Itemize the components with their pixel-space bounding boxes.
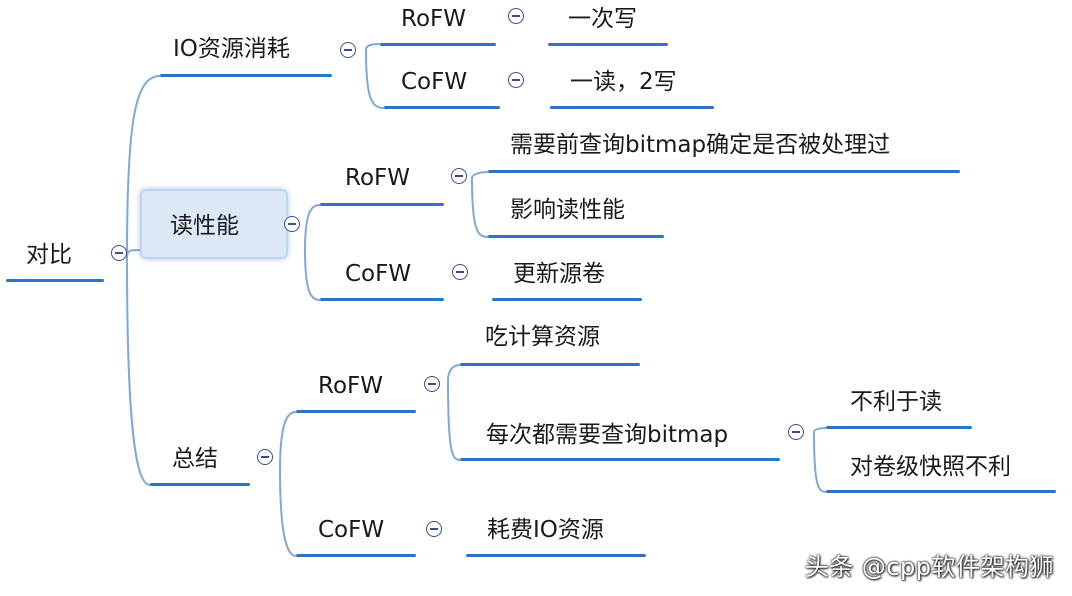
summary-rofw-compute-underline — [460, 363, 640, 366]
read-rofw-detail-2-underline — [488, 235, 664, 238]
summary-cofw-label[interactable]: CoFW — [318, 517, 385, 543]
root-node-label[interactable]: 对比 — [26, 242, 72, 268]
summary-collapse-toggle-icon[interactable] — [257, 449, 273, 465]
io-consumption-collapse-toggle-icon[interactable] — [340, 42, 356, 58]
connector-summary-cofw — [279, 469, 297, 557]
root-collapse-toggle-icon[interactable] — [111, 245, 127, 261]
read-cofw-label[interactable]: CoFW — [345, 261, 412, 287]
read-cofw-detail-underline — [492, 298, 642, 301]
io-rofw-detail[interactable]: 一次写 — [568, 6, 637, 32]
connector-read-cofw — [304, 249, 321, 301]
summary-cofw-detail[interactable]: 耗费IO资源 — [487, 517, 604, 543]
connector-root-summary — [126, 257, 151, 486]
summary-underline — [150, 483, 250, 486]
summary-cofw-collapse-toggle-icon[interactable] — [426, 521, 442, 537]
read-cofw-underline — [320, 298, 444, 301]
watermark: 头条 @cpp软件架构狮 — [804, 553, 1054, 581]
io-consumption-underline — [160, 74, 332, 77]
connector-io-rofw — [365, 43, 381, 51]
io-rofw-collapse-toggle-icon[interactable] — [508, 8, 524, 24]
connector-read-rofw-d1 — [471, 171, 489, 179]
io-cofw-underline — [384, 106, 500, 109]
connector-bitmap-d2 — [813, 431, 827, 493]
read-cofw-collapse-toggle-icon[interactable] — [452, 264, 468, 280]
connector-sum-rofw-compute — [447, 364, 461, 381]
read-rofw-label[interactable]: RoFW — [345, 165, 410, 191]
connector-read-rofw — [304, 204, 321, 251]
bitmap-detail-2[interactable]: 对卷级快照不利 — [850, 454, 1011, 480]
io-cofw-detail[interactable]: 一读，2写 — [570, 69, 677, 95]
summary-cofw-detail-underline — [466, 554, 646, 557]
summary-label[interactable]: 总结 — [172, 446, 218, 472]
read-rofw-collapse-toggle-icon[interactable] — [451, 168, 467, 184]
summary-rofw-bitmap-underline — [460, 458, 780, 461]
connector-io-cofw — [365, 49, 385, 109]
read-performance-label[interactable]: 读性能 — [170, 213, 239, 239]
io-consumption-label[interactable]: IO资源消耗 — [173, 36, 290, 62]
connector-root-io — [126, 75, 161, 259]
connector-bitmap-d1 — [813, 427, 827, 433]
io-cofw-detail-underline — [550, 106, 714, 109]
read-rofw-detail-2[interactable]: 影响读性能 — [510, 197, 625, 223]
summary-rofw-underline — [296, 410, 416, 413]
root-node-underline — [6, 279, 104, 282]
io-cofw-collapse-toggle-icon[interactable] — [508, 72, 524, 88]
io-rofw-label[interactable]: RoFW — [401, 6, 466, 32]
read-performance-selection — [140, 189, 288, 259]
summary-rofw-compute[interactable]: 吃计算资源 — [485, 324, 600, 350]
bitmap-detail-1-underline — [826, 426, 972, 429]
connector-summary-rofw — [279, 411, 297, 471]
read-rofw-detail-1-underline — [488, 170, 960, 173]
summary-bitmap-collapse-toggle-icon[interactable] — [788, 424, 804, 440]
io-cofw-label[interactable]: CoFW — [401, 69, 468, 95]
read-performance-collapse-toggle-icon[interactable] — [284, 216, 300, 232]
read-rofw-underline — [320, 203, 444, 206]
connector-root-read — [126, 249, 141, 259]
read-rofw-detail-1[interactable]: 需要前查询bitmap确定是否被处理过 — [510, 132, 891, 158]
read-cofw-detail[interactable]: 更新源卷 — [513, 261, 605, 287]
summary-rofw-bitmap[interactable]: 每次都需要查询bitmap — [486, 422, 729, 448]
io-rofw-detail-underline — [548, 43, 668, 46]
summary-rofw-collapse-toggle-icon[interactable] — [424, 376, 440, 392]
io-rofw-underline — [380, 43, 496, 46]
summary-rofw-label[interactable]: RoFW — [318, 373, 383, 399]
connector-sum-rofw-bitmap — [447, 379, 461, 461]
bitmap-detail-1[interactable]: 不利于读 — [850, 389, 942, 415]
summary-cofw-underline — [296, 554, 416, 557]
connector-read-rofw-d2 — [471, 177, 489, 238]
bitmap-detail-2-underline — [826, 490, 1056, 493]
